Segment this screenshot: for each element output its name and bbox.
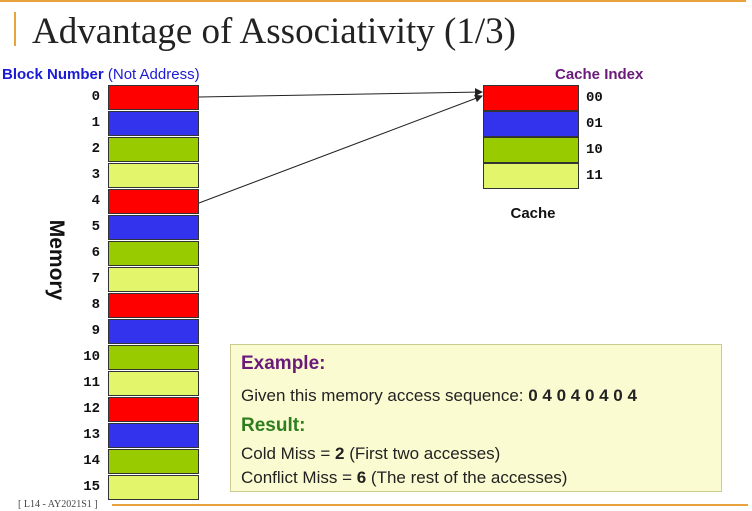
block-number: 2	[91, 141, 100, 157]
memory-block	[108, 397, 199, 422]
block-number: 8	[91, 297, 100, 313]
cold-miss-line: Cold Miss = 2 (First two accesses)	[241, 444, 501, 463]
cache-block	[483, 111, 579, 137]
memory-block	[108, 423, 199, 448]
memory-block	[108, 449, 199, 474]
block-number-label: Block Number (Not Address)	[2, 66, 200, 83]
block-number: 5	[91, 219, 100, 235]
block-number: 4	[91, 193, 100, 209]
memory-block	[108, 215, 199, 240]
cache-block	[483, 85, 579, 111]
cache-index-label: Cache Index	[555, 66, 644, 83]
title-accent-bar	[14, 12, 16, 46]
block-number: 10	[83, 349, 100, 365]
memory-block	[108, 241, 199, 266]
memory-block	[108, 345, 199, 370]
block-number: 13	[83, 427, 100, 443]
block-number: 3	[91, 167, 100, 183]
block-number: 0	[91, 89, 100, 105]
block-number: 9	[91, 323, 100, 339]
result-heading: Result:	[241, 415, 306, 436]
memory-block	[108, 293, 199, 318]
memory-block	[108, 111, 199, 136]
memory-block	[108, 319, 199, 344]
arrow-block0-to-cache00	[198, 88, 483, 98]
block-number: 12	[83, 401, 100, 417]
memory-block	[108, 475, 199, 500]
block-number: 1	[91, 115, 100, 131]
cache-index: 11	[586, 168, 603, 184]
sequence-line: Given this memory access sequence: 0 4 0…	[241, 386, 637, 405]
memory-block	[108, 163, 199, 188]
memory-block	[108, 371, 199, 396]
block-number: 6	[91, 245, 100, 261]
memory-block	[108, 85, 199, 110]
cache-index: 10	[586, 142, 603, 158]
footer-label: [ L14 - AY2021S1 ]	[18, 499, 98, 510]
block-number: 15	[83, 479, 100, 495]
conflict-miss-line: Conflict Miss = 6 (The rest of the acces…	[241, 468, 568, 487]
block-number: 14	[83, 453, 100, 469]
cache-label: Cache	[510, 205, 556, 222]
arrow-block4-to-cache00	[198, 94, 483, 204]
block-number: 11	[83, 375, 100, 391]
memory-block	[108, 267, 199, 292]
cache-index: 01	[586, 116, 603, 132]
conflict-miss-value: 6	[356, 468, 367, 487]
cold-miss-value: 2	[335, 444, 345, 463]
example-heading: Example:	[241, 353, 326, 374]
memory-block	[108, 189, 199, 214]
block-number: 7	[91, 271, 100, 287]
slide-title: Advantage of Associativity (1/3)	[32, 11, 516, 52]
bottom-border	[112, 504, 748, 506]
top-border	[0, 0, 746, 2]
example-box: Example: Given this memory access sequen…	[230, 344, 722, 492]
cache-index: 00	[586, 90, 603, 106]
cache-block	[483, 163, 579, 189]
cache-block	[483, 137, 579, 163]
access-sequence: 0 4 0 4 0 4 0 4	[528, 386, 637, 405]
memory-block	[108, 137, 199, 162]
